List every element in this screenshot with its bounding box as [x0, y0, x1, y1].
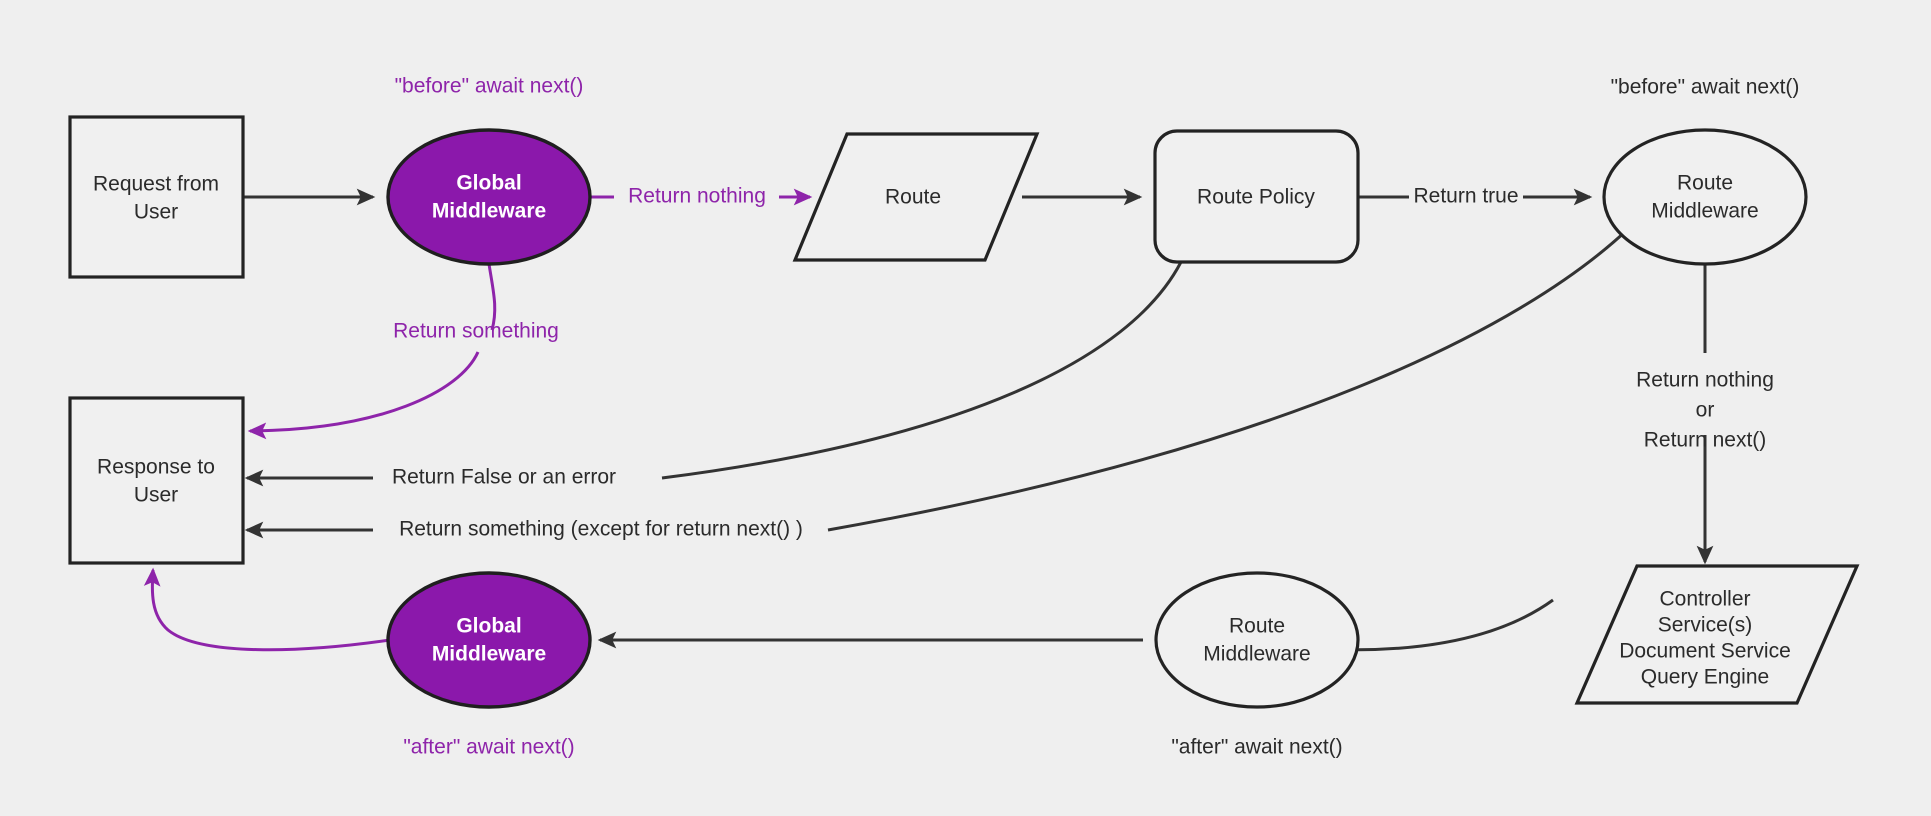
- edge-global-middleware-bottom-to-response: [143, 567, 391, 652]
- route-parallelogram[interactable]: [792, 132, 1040, 262]
- edge-global-middleware-to-response: [247, 351, 480, 440]
- controller-parallelogram[interactable]: [1574, 564, 1860, 705]
- response-to-user-label-line1: Response to: [97, 456, 215, 479]
- edge-route-middleware-to-response-curve: [827, 228, 1629, 532]
- edge-label-return-something: Return something: [393, 320, 559, 343]
- node-response-to-user[interactable]: Response to User: [68, 396, 245, 565]
- route-policy-label: Route Policy: [1197, 186, 1315, 209]
- node-route-middleware-top[interactable]: Route Middleware: [1602, 128, 1808, 266]
- node-request-from-user[interactable]: Request from User: [68, 115, 245, 279]
- controller-label-line4: Query Engine: [1641, 666, 1769, 689]
- route-middleware-bottom-label-line2: Middleware: [1203, 643, 1310, 666]
- global-middleware-top-label-line1: Global: [456, 172, 521, 195]
- edge-label-return-true: Return true: [1413, 185, 1518, 208]
- global-middleware-bottom-label-line1: Global: [456, 615, 521, 638]
- response-to-user-label-line2: User: [134, 484, 178, 507]
- route-middleware-top-label-line2: Middleware: [1651, 200, 1758, 223]
- route-middleware-top-label-line1: Route: [1677, 172, 1733, 195]
- annotation-after-await-next-right: "after" await next(): [1171, 736, 1342, 759]
- route-policy-box[interactable]: [1153, 129, 1360, 264]
- edge-label-return-nothing-or-line1: Return nothing: [1636, 369, 1774, 392]
- controller-label-line1: Controller: [1659, 588, 1750, 611]
- global-middleware-top-label-line2: Middleware: [432, 200, 546, 223]
- node-global-middleware-top[interactable]: Global Middleware: [386, 128, 592, 266]
- route-middleware-bottom-ellipse[interactable]: [1154, 571, 1360, 709]
- node-controller-services[interactable]: Controller Service(s) Document Service Q…: [1574, 564, 1860, 705]
- node-route-middleware-bottom[interactable]: Route Middleware: [1154, 571, 1360, 709]
- global-middleware-bottom-ellipse[interactable]: [386, 571, 592, 709]
- route-middleware-top-ellipse[interactable]: [1602, 128, 1808, 266]
- edge-label-return-nothing-or-line2: or: [1696, 399, 1715, 422]
- edge-global-middleware-return-something-stub: [487, 263, 497, 331]
- request-from-user-box[interactable]: [68, 115, 245, 279]
- edge-label-return-nothing: Return nothing: [628, 185, 766, 208]
- edge-label-return-nothing-or-line3: Return next(): [1644, 429, 1767, 452]
- annotation-before-await-next-right: "before" await next(): [1611, 76, 1800, 99]
- global-middleware-bottom-label-line2: Middleware: [432, 643, 546, 666]
- route-label: Route: [885, 186, 941, 209]
- edge-label-return-false-or-error: Return False or an error: [392, 466, 616, 489]
- global-middleware-top-ellipse[interactable]: [386, 128, 592, 266]
- node-route[interactable]: Route: [792, 132, 1040, 262]
- request-from-user-label-line1: Request from: [93, 173, 219, 196]
- edge-route-policy-to-response-curve: [661, 261, 1183, 480]
- route-middleware-bottom-label-line1: Route: [1229, 615, 1285, 638]
- controller-label-line3: Document Service: [1619, 640, 1791, 663]
- controller-label-line2: Service(s): [1658, 614, 1753, 637]
- response-to-user-box[interactable]: [68, 396, 245, 565]
- node-route-policy[interactable]: Route Policy: [1153, 129, 1360, 264]
- annotation-after-await-next-left: "after" await next(): [403, 736, 574, 759]
- node-global-middleware-bottom[interactable]: Global Middleware: [386, 571, 592, 709]
- request-from-user-label-line2: User: [134, 201, 178, 224]
- edge-label-return-something-except-next: Return something (except for return next…: [399, 518, 803, 541]
- annotation-before-await-next-left: "before" await next(): [395, 75, 584, 98]
